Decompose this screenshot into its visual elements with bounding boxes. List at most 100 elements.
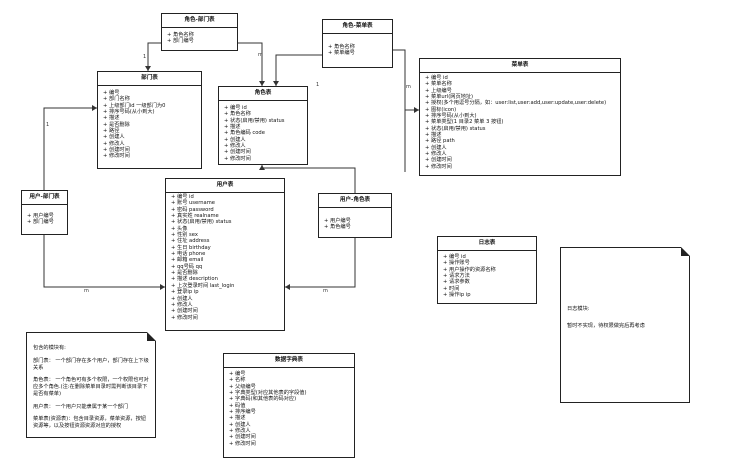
field: 创建人 [103,134,201,140]
line-roledept-dept [147,42,161,71]
field: 真实姓 realname [171,213,284,219]
field: 菜单url(网页地址) [425,94,620,100]
field: 上级编号 [425,88,620,94]
note-line: 部门表： 一个部门存在多个用户，部门存在上下级关系 [33,358,149,371]
field: 描述 [229,415,354,421]
field: 修改人 [224,143,307,149]
field: 字典码(和其他表的码对应) [229,396,354,402]
field: 操作ip ip [443,292,536,298]
note-line: 菜单表(资源表)：包含目录资源，菜单资源，按钮资源等，以及按钮资源资源对应的授权 [33,416,146,429]
field: 是否删除 [103,122,201,128]
field: 上次登录时间 last_login [171,283,284,289]
field: 修改时间 [229,441,354,447]
line-userrole-user [285,238,356,288]
mult-label: 1 [316,82,319,88]
field: 邮箱 email [171,257,284,263]
field: 修改时间 [224,156,307,162]
mult-label: m [406,84,411,90]
field-list: 角色名称 菜单编号 [323,34,392,57]
entity-role: 角色表 编号 id 角色名称 状态(启用/禁用) status 描述 角色编码 … [218,86,308,165]
field: 创建时间 [224,149,307,155]
field: 角色名称 [328,44,392,50]
entity-title: 用户-部门表 [22,191,67,205]
line-userdept-user [43,235,165,288]
field: 菜单类型(1 目录2 菜单 3 按钮) [425,119,620,125]
entity-user-role: 用户-角色表 用户编号 角色编号 [318,193,392,238]
field: 部门编号 [167,38,237,44]
field: 角色名称 [167,32,237,38]
field: 路径 path [425,138,620,144]
field: 菜单编号 [328,50,392,56]
entity-title: 部门表 [98,72,201,86]
field: 描述 [425,132,620,138]
entity-user-dept: 用户-部门表 用户编号 部门编号 [21,190,68,235]
field: 住址 address [171,238,284,244]
entity-log: 日志表 编号 id 操作账号 用户操作的资源名称 请求方法 请求参数 时间 操作… [437,236,537,304]
field: 用户编号 [324,218,391,224]
field: 请求方法 [443,273,536,279]
field: 字典类型(对应其他表的字段值) [229,390,354,396]
entity-title: 角色表 [219,87,307,101]
entity-title: 用户-角色表 [319,194,391,208]
field: 编号 [103,90,201,96]
field: 生日 birthday [171,245,284,251]
field: 状态(启用/禁用) status [224,118,307,124]
field-list: 编号 id 账号 username 密码 password 真实姓 realna… [166,193,284,321]
mult-label: 1 [46,122,49,128]
field-list: 用户编号 角色编号 [319,208,391,231]
field: 创建时间 [229,434,354,440]
field: 描述 [103,115,201,121]
entity-role-dept: 角色-部门表 角色名称 部门编号 [161,13,238,51]
field: 编号 id [425,75,620,81]
field: 创建人 [171,296,284,302]
field: 是否删除 [171,270,284,276]
field: 名称 [229,377,354,383]
entity-menu: 菜单表 编号 id 菜单名称 上级编号 菜单url(网页地址) 授权(多个用逗号… [419,58,621,176]
field: 修改人 [103,141,201,147]
field: 修改时间 [171,315,284,321]
field: 码值 [229,403,354,409]
entity-title: 日志表 [438,237,536,251]
note-line: 日志模块: [567,306,590,312]
field-list: 角色名称 部门编号 [162,28,237,45]
field: 请求参数 [443,279,536,285]
field: 编号 id [171,194,284,200]
field: 排序号码(从小到大) [425,113,620,119]
field: 编号 id [224,105,307,111]
mult-label: m [84,288,89,294]
note-line: 包含的模块有: [33,345,66,351]
field: 父级编号 [229,384,354,390]
field-list: 编号 id 操作账号 用户操作的资源名称 请求方法 请求参数 时间 操作ip i… [438,251,536,298]
entity-title: 角色-部门表 [162,14,237,28]
field: 部门名称 [103,96,201,102]
field: 创建人 [229,422,354,428]
note-line: 角色表： 一个角色可有多个权限，一个权限也可对应多个角色.(注:在删除菜单目录时… [33,377,149,397]
field: 修改人 [425,151,620,157]
field: 修改时间 [425,164,620,170]
field: 图标(icon) [425,107,620,113]
field-list: 编号 id 角色名称 状态(启用/禁用) status 描述 角色编码 code… [219,101,307,162]
field: 登录ip ip [171,289,284,295]
field: 性别 sex [171,232,284,238]
field: 上级部门id 一级部门为0 [103,103,201,109]
note-line: 用户表： 一个用户只能隶属于某一个部门 [33,404,129,410]
field: 角色编码 code [224,130,307,136]
field: 编号 [229,371,354,377]
line-userdept-dept [43,107,97,190]
field: 密码 password [171,207,284,213]
line-roledept-role [238,42,263,86]
field: 账号 username [171,200,284,206]
field: 修改人 [229,428,354,434]
field: 编号 id [443,254,536,260]
field: 创建人 [425,145,620,151]
mult-label: m [258,52,263,58]
field: qq号码 qq [171,264,284,270]
note-log-module: 日志模块: 暂时不实现，待权限做完后再考虑 [560,247,690,403]
line-rolemenu-role [275,54,322,86]
entity-title: 数据字典表 [224,354,354,368]
field-list: 编号 名称 父级编号 字典类型(对应其他表的字段值) 字典码(和其他表的码对应)… [224,368,354,447]
note-line: 暂时不实现，待权限做完后再考虑 [567,323,645,329]
field: 用户操作的资源名称 [443,267,536,273]
field: 状态(启用/禁用) status [425,126,620,132]
